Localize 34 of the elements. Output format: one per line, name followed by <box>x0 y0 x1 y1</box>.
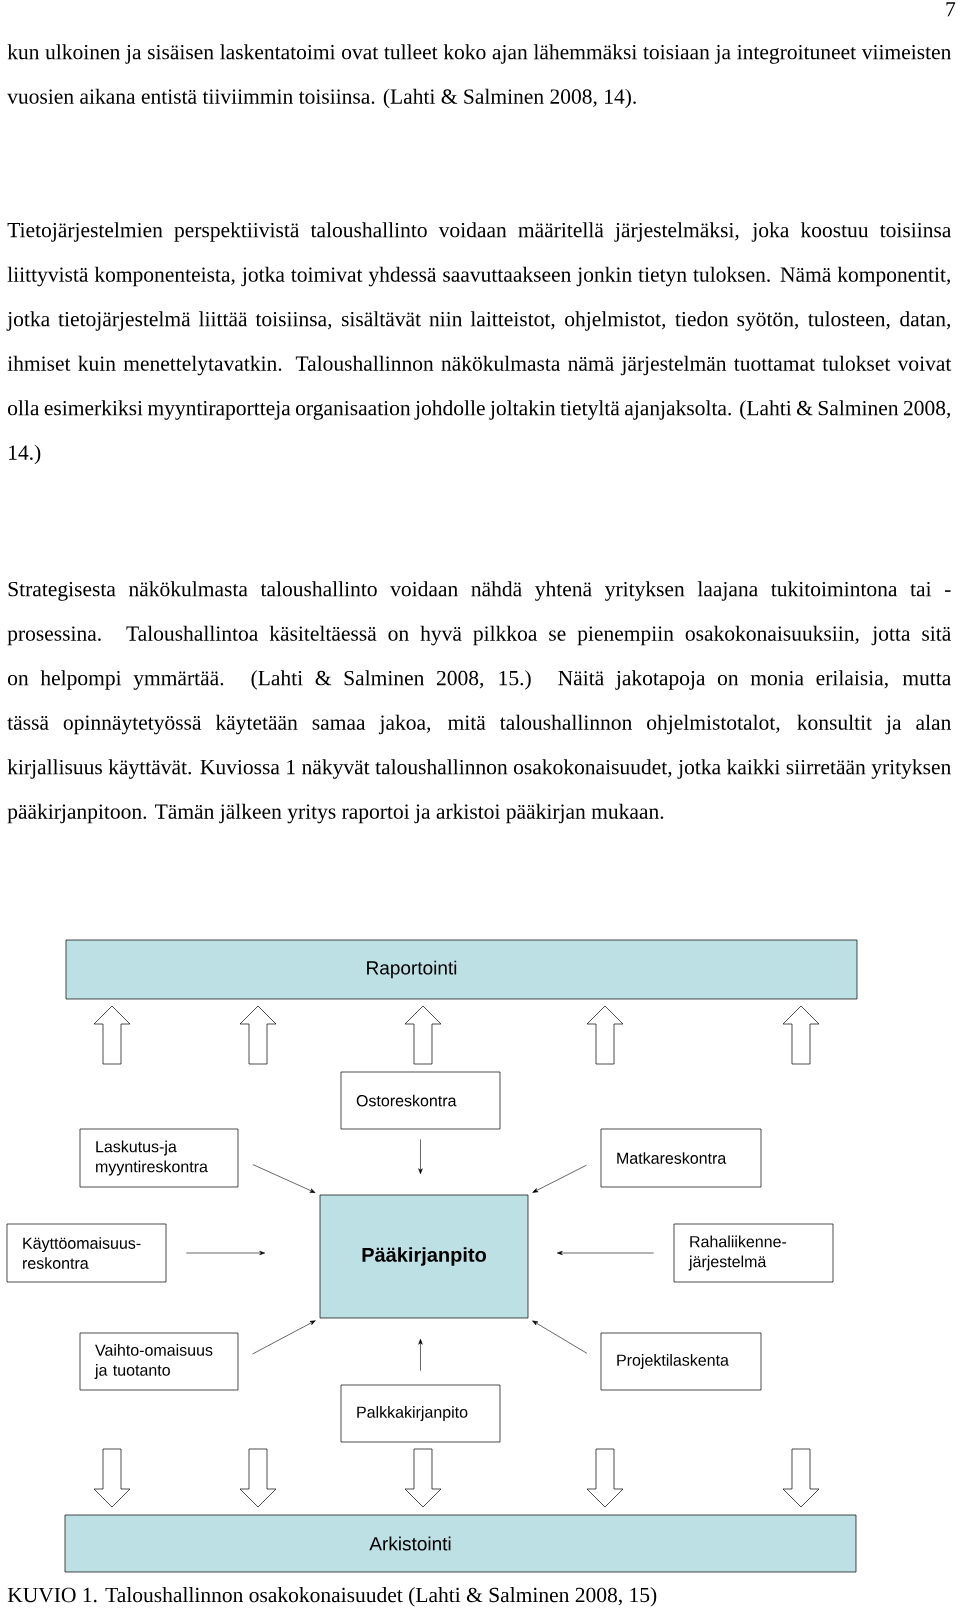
process-box: Vaihto-omaisuus ja tuotanto <box>79 1332 239 1391</box>
paragraph: Tietojärjestelmien perspektiivistä taloushallinto voidaan määritellä järjestelmäksi, joka koostuu toisiinsa liittyvistä komponenteista, jotka toimivat yhdessä saavuttaakseen jonkin tietyn tuloksen. Nämä komponentit, jotka tietojärjestelmä liittää toisiinsa, sisältävät niin laitteistot, ohjelmistot, tiedon syötön, tulosteen, datan, ihmiset kuin menettelytavatkin. Taloushallinnon näkökulmasta nämä järjestelmän tuottamat tulokset voivat olla esimerkiksi myyntiraportteja organisaation johdolle joltakin tietyltä ajanjaksolta. (Lahti & Salminen 2008, 14.) <box>6 222 952 465</box>
arrow <box>556 1250 654 1256</box>
block-arrow <box>782 1448 820 1508</box>
band-box: Raportointi <box>65 939 858 1000</box>
block-arrow <box>586 1448 624 1508</box>
block-arrow <box>404 1448 442 1508</box>
block-arrow <box>404 1005 442 1065</box>
arrow <box>186 1250 266 1256</box>
process-box: Palkkakirjanpito <box>340 1384 501 1443</box>
paragraph: Strategisesta näkökulmasta taloushallinto voidaan nähdä yhtenä yrityksen laajana tukitoimintona tai -prosessina. Taloushallintoa käsiteltäessä on hyvä pilkkoa se pienempiin osakokonaisuuksiin, jotta sitä on helpompi ymmärtää. (Lahti & Salminen 2008, 15.) Näitä jakotapoja on monia erilaisia, mutta tässä opinnäytetyössä käytetään samaa jakoa, mitä taloushallinnon ohjelmistotalot, konsultit ja alan kirjallisuus käyttävät. Kuviossa 1 näkyvät taloushallinnon osakokonaisuudet, jotka kaikki siirretään yrityksen pääkirjanpitoon. Tämän jälkeen yritys raportoi ja arkistoi pääkirjan mukaan. <box>7 581 952 824</box>
central-box: Pääkirjanpito <box>319 1194 529 1319</box>
arrow <box>532 1164 587 1193</box>
block-arrow <box>93 1448 131 1508</box>
arrow <box>418 1338 423 1371</box>
block-arrow <box>586 1005 624 1065</box>
block-arrow <box>239 1448 277 1508</box>
arrow <box>252 1320 316 1355</box>
figure-caption: KUVIO 1. Taloushallinnon osakokonaisuudet (Lahti & Salminen 2008, 15) <box>7 1587 657 1607</box>
process-box: Ostoreskontra <box>340 1071 501 1130</box>
arrow <box>252 1164 316 1193</box>
process-box: Rahaliikenne-järjestelmä <box>673 1223 834 1283</box>
arrow <box>418 1139 423 1175</box>
block-arrow <box>239 1005 277 1065</box>
paragraph: kun ulkoinen ja sisäisen laskentatoimi ovat tulleet koko ajan lähemmäksi toisiaan ja integroituneet viimeisten vuosien aikana entistä tiiviimmin toisiinsa. (Lahti & Salminen 2008, 14). <box>7 44 952 109</box>
process-box: Laskutus-ja myyntireskontra <box>79 1128 239 1188</box>
block-arrow <box>782 1005 820 1065</box>
process-box: Matkareskontra <box>600 1128 762 1188</box>
block-arrow <box>93 1005 131 1065</box>
arrow <box>532 1320 588 1354</box>
band-box: Arkistointi <box>64 1514 857 1573</box>
process-box: Käyttöomaisuus-reskontra <box>6 1223 167 1283</box>
page-number: 7 <box>946 2 956 17</box>
process-box: Projektilaskenta <box>600 1332 762 1391</box>
